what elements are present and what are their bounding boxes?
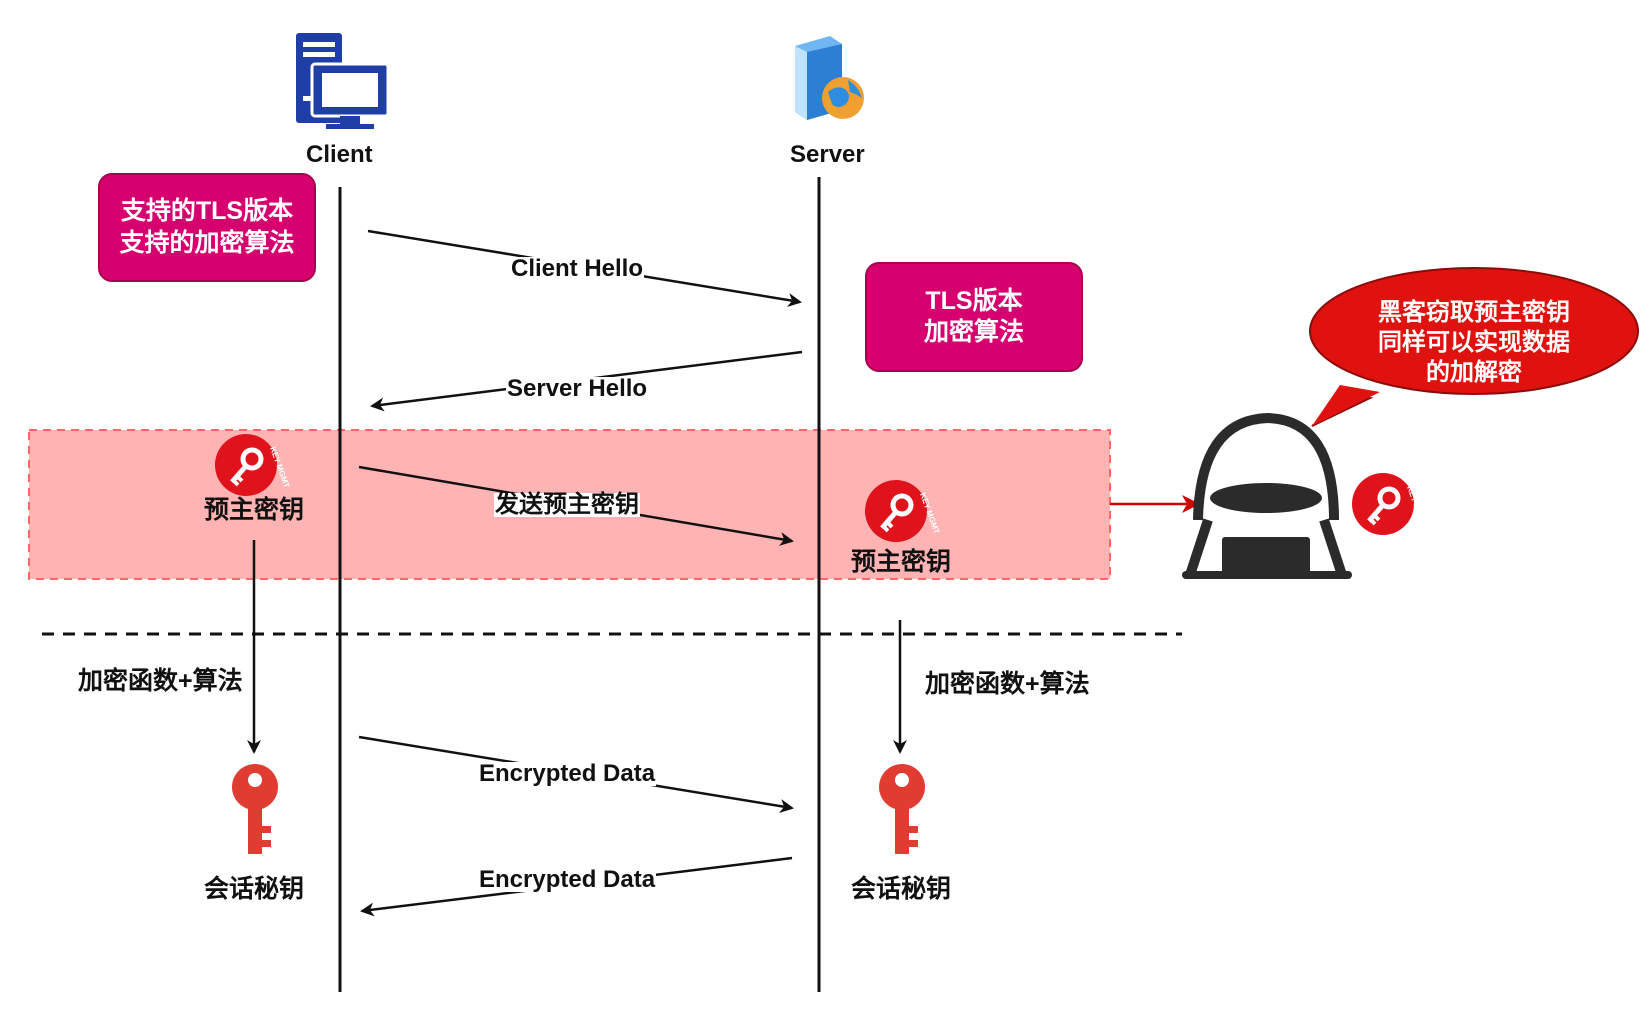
hacker-premaster-key-icon: KEY MGMT (1352, 473, 1428, 535)
server-label: Server (790, 141, 865, 168)
client-capabilities-line1: 支持的TLS版本 (120, 197, 294, 226)
server-derive-label: 加密函数+算法 (925, 670, 1090, 698)
client-hello-label: Client Hello (510, 255, 645, 282)
server-selection-line1: TLS版本 (925, 286, 1023, 315)
client-label: Client (306, 141, 373, 168)
encrypted-data-label-2: Encrypted Data (478, 866, 657, 893)
server-globe-icon (795, 36, 864, 120)
server-premaster-label: 预主密钥 (851, 548, 952, 576)
client-capabilities-box: 支持的TLS版本 支持的加密算法 (98, 173, 316, 282)
send-premaster-label: 发送预主密钥 (494, 491, 640, 518)
client-computer-icon (296, 33, 390, 129)
client-session-key-icon (232, 764, 278, 854)
hacker-bubble-line3: 的加解密 (1426, 359, 1522, 386)
server-session-key-icon (879, 764, 925, 854)
client-premaster-label: 预主密钥 (204, 496, 305, 524)
hacker-icon (1182, 412, 1352, 579)
encrypted-data-label-1: Encrypted Data (478, 760, 657, 787)
server-selection-box: TLS版本 加密算法 (865, 262, 1083, 372)
hacker-bubble-line2: 同样可以实现数据 (1378, 329, 1570, 356)
client-capabilities-line2: 支持的加密算法 (119, 228, 295, 257)
client-session-key-label: 会话秘钥 (204, 875, 305, 903)
client-derive-label: 加密函数+算法 (78, 667, 243, 695)
hacker-bubble-line1: 黑客窃取预主密钥 (1378, 299, 1570, 326)
hacker-speech-bubble (1309, 267, 1639, 427)
hacker-bubble-text: 黑客窃取预主密钥 同样可以实现数据 的加解密 (1324, 298, 1624, 388)
client-premaster-key-icon: KEY MGMT (215, 434, 291, 496)
server-selection-line2: 加密算法 (923, 318, 1024, 346)
server-hello-label: Server Hello (506, 375, 649, 402)
server-session-key-label: 会话秘钥 (851, 875, 952, 903)
